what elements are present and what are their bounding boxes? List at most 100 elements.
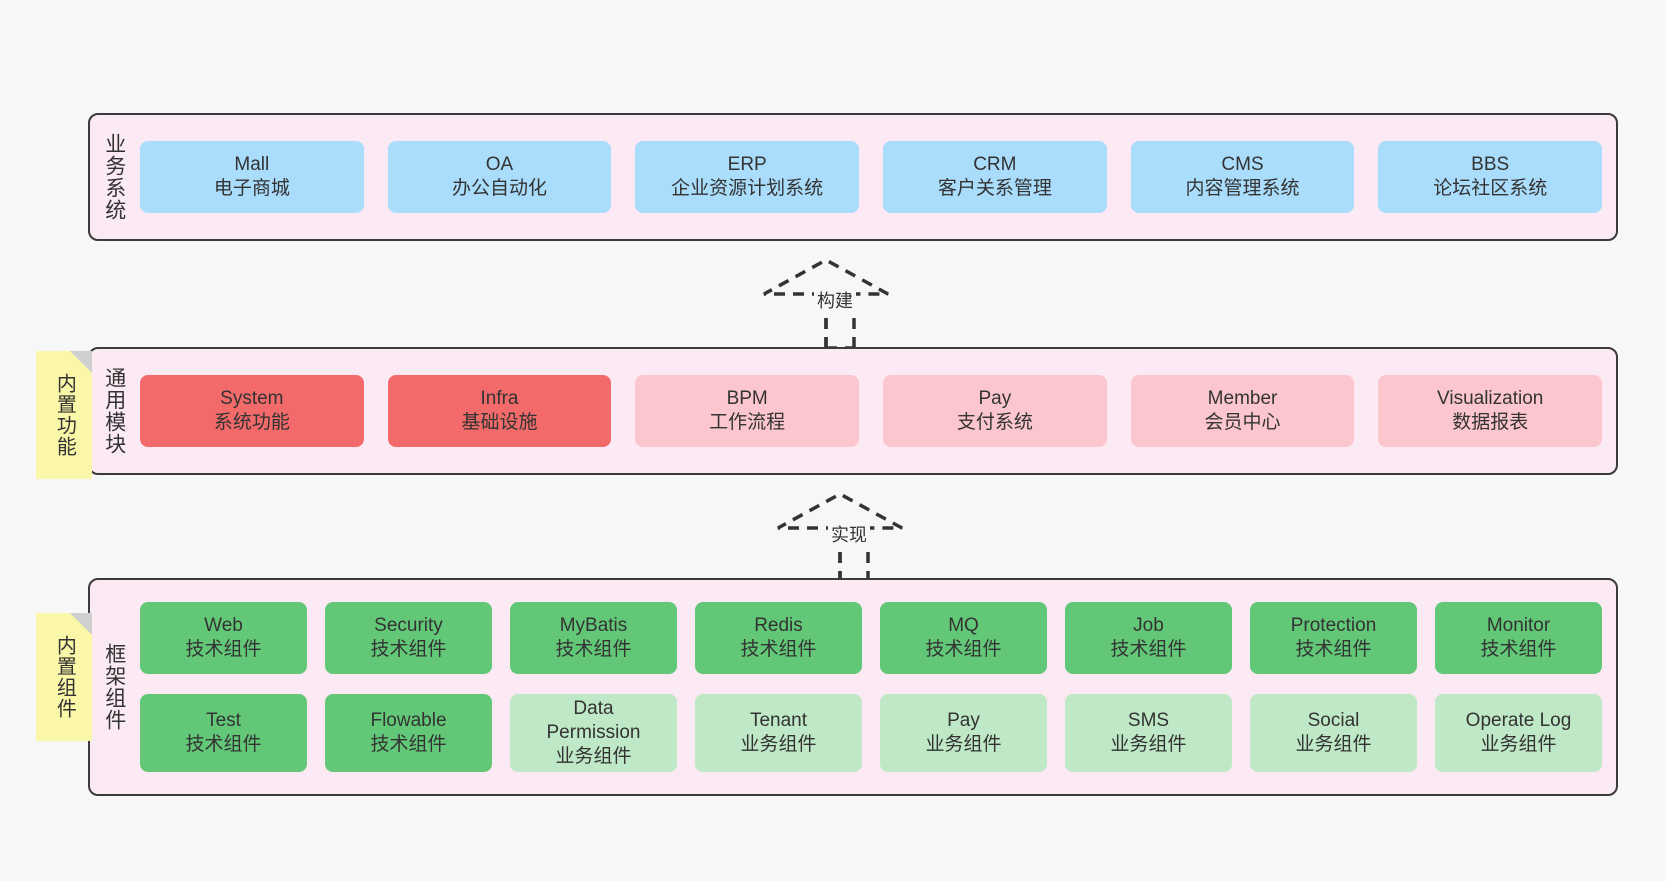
card-member[interactable]: Member 会员中心 — [1130, 375, 1355, 447]
card-subtitle: 会员中心 — [1204, 412, 1281, 433]
connector-build-label: 构建 — [814, 291, 856, 312]
layer-title-common-module: 通用模块 — [102, 367, 126, 455]
card-bbs[interactable]: BBS 论坛社区系统 — [1378, 141, 1603, 213]
card-title: Data Permission — [546, 697, 641, 743]
card-subtitle: 办公自动化 — [452, 178, 548, 199]
card-bpm[interactable]: BPM 工作流程 — [635, 375, 860, 447]
card-subtitle: 技术组件 — [185, 639, 262, 660]
card-mybatis[interactable]: MyBatis 技术组件 — [510, 602, 677, 674]
card-subtitle: 技术组件 — [740, 639, 817, 660]
card-subtitle: 业务组件 — [555, 746, 632, 768]
card-title: Test — [206, 709, 241, 731]
card-subtitle: 技术组件 — [370, 734, 447, 755]
card-title: Security — [374, 614, 443, 636]
card-title: BBS — [1471, 153, 1510, 175]
card-protection[interactable]: Protection 技术组件 — [1250, 602, 1417, 674]
card-subtitle: 论坛社区系统 — [1433, 178, 1548, 199]
card-test[interactable]: Test 技术组件 — [140, 694, 307, 772]
card-subtitle: 数据报表 — [1452, 412, 1529, 433]
card-job[interactable]: Job 技术组件 — [1065, 602, 1232, 674]
card-title: Tenant — [749, 709, 808, 731]
card-social[interactable]: Social 业务组件 — [1250, 694, 1417, 772]
note-label: 内置功能 — [53, 373, 76, 457]
card-subtitle: 企业资源计划系统 — [671, 178, 824, 199]
card-security[interactable]: Security 技术组件 — [325, 602, 492, 674]
card-row: Test 技术组件 Flowable 技术组件 Data Permission … — [140, 694, 1602, 772]
card-title: BPM — [726, 387, 768, 409]
card-subtitle: 技术组件 — [185, 734, 262, 755]
card-title: Redis — [754, 614, 803, 636]
card-title: Protection — [1290, 614, 1377, 636]
card-erp[interactable]: ERP 企业资源计划系统 — [635, 141, 860, 213]
card-crm[interactable]: CRM 客户关系管理 — [883, 141, 1107, 213]
card-web[interactable]: Web 技术组件 — [140, 602, 307, 674]
layer-common-module: 通用模块 System 系统功能 Infra 基础设施 BPM 工作流程 Pay… — [88, 347, 1618, 475]
note-fold-corner — [70, 613, 92, 635]
card-redis[interactable]: Redis 技术组件 — [695, 602, 862, 674]
card-title: Visualization — [1437, 387, 1544, 409]
card-title: Monitor — [1486, 614, 1551, 636]
layer-framework-component: 框架组件 Web 技术组件 Security 技术组件 MyBatis 技术组件… — [88, 578, 1618, 796]
card-subtitle: 业务组件 — [1295, 734, 1372, 755]
layer-title-framework-component: 框架组件 — [102, 643, 126, 731]
note-label: 内置组件 — [53, 635, 76, 719]
card-subtitle: 业务组件 — [925, 734, 1002, 755]
card-title: Web — [204, 614, 243, 636]
card-subtitle: 客户关系管理 — [937, 178, 1052, 199]
note-builtin-function: 内置功能 — [36, 351, 92, 479]
card-title: SMS — [1127, 709, 1170, 731]
card-operate-log[interactable]: Operate Log 业务组件 — [1435, 694, 1602, 772]
card-monitor[interactable]: Monitor 技术组件 — [1435, 602, 1602, 674]
card-subtitle: 业务组件 — [1480, 734, 1557, 755]
card-title: CRM — [973, 153, 1017, 175]
card-mq[interactable]: MQ 技术组件 — [880, 602, 1047, 674]
card-tenant[interactable]: Tenant 业务组件 — [695, 694, 862, 772]
card-subtitle: 工作流程 — [709, 412, 786, 433]
card-infra[interactable]: Infra 基础设施 — [387, 375, 612, 447]
connector-implement: 实现 — [772, 492, 922, 584]
card-subtitle: 技术组件 — [1110, 639, 1187, 660]
card-title: CMS — [1221, 153, 1264, 175]
card-title: Infra — [480, 387, 519, 409]
card-system[interactable]: System 系统功能 — [140, 375, 364, 447]
card-row: System 系统功能 Infra 基础设施 BPM 工作流程 Pay 支付系统… — [140, 375, 1603, 447]
card-pay-component[interactable]: Pay 业务组件 — [880, 694, 1047, 772]
card-title: System — [220, 387, 284, 409]
card-title: Operate Log — [1465, 709, 1572, 731]
card-flowable[interactable]: Flowable 技术组件 — [325, 694, 492, 772]
card-cms[interactable]: CMS 内容管理系统 — [1130, 141, 1355, 213]
card-title: Pay — [947, 709, 980, 731]
card-visualization[interactable]: Visualization 数据报表 — [1378, 375, 1603, 447]
card-subtitle: 内容管理系统 — [1185, 178, 1300, 199]
card-title: OA — [485, 153, 514, 175]
layer-title-business-system: 业务系统 — [102, 133, 126, 221]
card-data-permission[interactable]: Data Permission 业务组件 — [510, 694, 677, 772]
card-subtitle: 技术组件 — [1295, 639, 1372, 660]
card-subtitle: 支付系统 — [956, 412, 1033, 433]
card-title: Social — [1307, 709, 1360, 731]
card-title: MyBatis — [559, 614, 628, 636]
card-title: Member — [1207, 387, 1278, 409]
connector-build: 构建 — [758, 258, 908, 350]
card-mall[interactable]: Mall 电子商城 — [140, 141, 364, 213]
card-pay-module[interactable]: Pay 支付系统 — [883, 375, 1107, 447]
layer-body-framework-component: Web 技术组件 Security 技术组件 MyBatis 技术组件 Redi… — [138, 580, 1616, 794]
card-subtitle: 技术组件 — [925, 639, 1002, 660]
card-subtitle: 技术组件 — [555, 639, 632, 660]
card-subtitle: 技术组件 — [370, 639, 447, 660]
card-subtitle: 业务组件 — [1110, 734, 1187, 755]
layer-body-common-module: System 系统功能 Infra 基础设施 BPM 工作流程 Pay 支付系统… — [138, 349, 1616, 473]
card-title: MQ — [948, 614, 979, 636]
note-builtin-component: 内置组件 — [36, 613, 92, 741]
card-oa[interactable]: OA 办公自动化 — [387, 141, 612, 213]
card-row: Web 技术组件 Security 技术组件 MyBatis 技术组件 Redi… — [140, 602, 1602, 674]
note-fold-corner — [70, 351, 92, 373]
card-subtitle: 电子商城 — [213, 178, 290, 199]
layer-business-system: 业务系统 Mall 电子商城 OA 办公自动化 ERP 企业资源计划系统 CRM… — [88, 113, 1618, 241]
card-title: Job — [1133, 614, 1164, 636]
card-sms[interactable]: SMS 业务组件 — [1065, 694, 1232, 772]
layer-body-business-system: Mall 电子商城 OA 办公自动化 ERP 企业资源计划系统 CRM 客户关系… — [138, 115, 1616, 239]
card-subtitle: 系统功能 — [213, 412, 290, 433]
card-subtitle: 业务组件 — [740, 734, 817, 755]
